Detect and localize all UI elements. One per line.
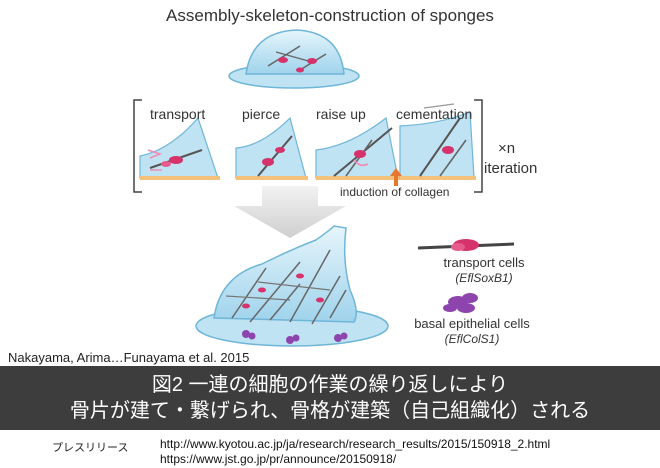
- legend-basal-label: basal epithelial cells: [414, 316, 530, 331]
- induction-label: induction of collagen: [340, 185, 450, 199]
- step-label-transport: transport: [150, 106, 206, 122]
- citation: Nakayama, Arima…Funayama et al. 2015: [8, 350, 250, 365]
- step-label-cementation: cementation: [396, 106, 473, 122]
- right-bracket: [474, 99, 483, 193]
- step-panel-transport: [139, 116, 220, 180]
- step-panel-raise-up: [315, 116, 400, 180]
- caption-line-2: 骨片が建て・繋げられ、骨格が建築（自己組織化）される: [69, 400, 591, 422]
- diagram-title: Assembly-skeleton-construction of sponge…: [166, 6, 494, 25]
- press-link-kyoto[interactable]: http://www.kyotou.ac.jp/ja/research/rese…: [160, 437, 551, 451]
- iteration-multiplier: ×n: [498, 140, 516, 157]
- iteration-label: iteration: [484, 160, 538, 177]
- large-sponge-illustration: [195, 225, 389, 347]
- legend-transport-label: transport cells: [443, 255, 525, 270]
- sponge-diagram: [133, 29, 515, 347]
- legend-transport-gene: (EflSoxB1): [455, 271, 513, 285]
- basal-cell-icon: [443, 293, 478, 313]
- caption-line-1: 図2 一連の細胞の作業の繰り返しにより: [151, 374, 509, 396]
- press-link-jst[interactable]: https://www.jst.go.jp/pr/announce/201509…: [160, 452, 397, 466]
- caption-banner: 図2 一連の細胞の作業の繰り返しにより 骨片が建て・繋げられ、骨格が建築（自己組…: [0, 366, 660, 430]
- down-arrow: [234, 186, 346, 238]
- transport-cell-icon: [417, 239, 515, 251]
- press-release-label: プレスリリース: [52, 442, 129, 454]
- collagen-arrow: [390, 168, 402, 186]
- small-sponge-illustration: [228, 29, 360, 89]
- left-bracket: [133, 99, 142, 193]
- legend-basal-gene: (EflColS1): [444, 332, 500, 346]
- step-panel-cementation: [399, 103, 476, 180]
- step-label-raise-up: raise up: [316, 106, 366, 122]
- step-panel-pierce: [235, 116, 308, 180]
- step-label-pierce: pierce: [242, 106, 281, 122]
